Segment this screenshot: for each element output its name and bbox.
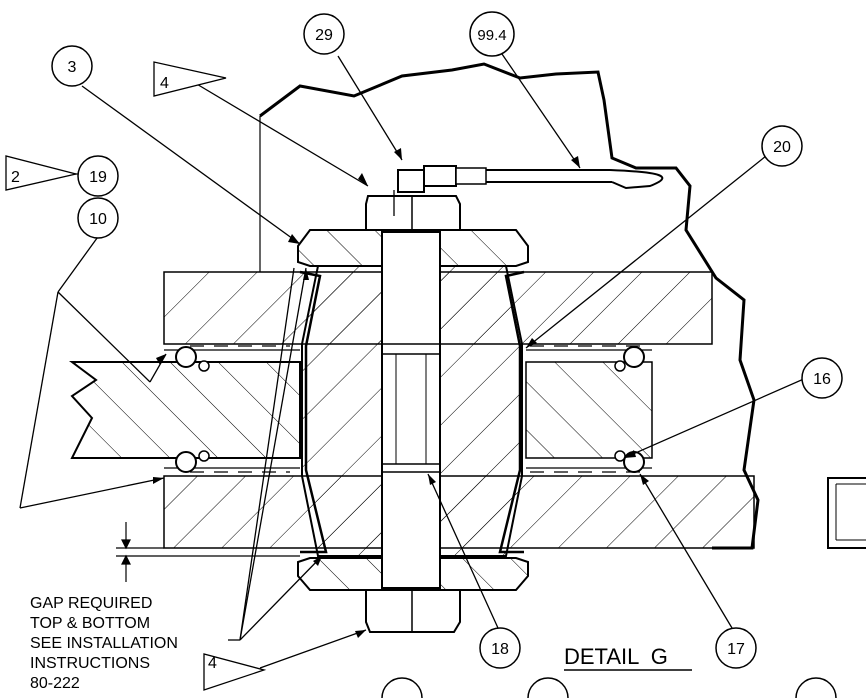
gap-dimension (116, 522, 300, 582)
svg-text:10: 10 (89, 211, 107, 228)
spacer-left-wedge (299, 270, 328, 554)
svg-text:TOP & BOTTOM: TOP & BOTTOM (30, 615, 150, 632)
svg-text:99.4: 99.4 (477, 27, 506, 44)
balloon-99-4: 99.4 (469, 11, 515, 57)
fitting (397, 165, 664, 193)
balloon-18: 18 (479, 627, 521, 669)
balloon-20: 20 (761, 125, 803, 167)
svg-text:80-222: 80-222 (30, 675, 80, 692)
top-hex-nut (365, 195, 461, 231)
svg-text:DETAIL G: DETAIL G (564, 644, 668, 669)
break-outline (259, 62, 760, 550)
svg-text:3: 3 (68, 59, 77, 76)
flag-4-bottom: 4 (203, 653, 267, 691)
leader-arrowheads (153, 148, 649, 638)
svg-text:GAP REQUIRED: GAP REQUIRED (30, 595, 152, 612)
flag-2: 2 (5, 155, 77, 191)
pipe-right (525, 361, 653, 459)
partial-balloons (381, 677, 837, 698)
stud-bolt (381, 231, 441, 589)
svg-text:SEE INSTALLATION: SEE INSTALLATION (30, 635, 178, 652)
gap-note: GAP REQUIRED TOP & BOTTOM SEE INSTALLATI… (30, 595, 178, 692)
balloon-19: 19 (77, 155, 119, 197)
balloon-29: 29 (303, 13, 345, 55)
svg-text:16: 16 (813, 371, 831, 388)
svg-text:4: 4 (208, 655, 217, 672)
svg-text:19: 19 (89, 169, 107, 186)
balloon-17: 17 (715, 627, 757, 669)
svg-text:29: 29 (315, 27, 333, 44)
detail-title: DETAIL G (564, 644, 692, 671)
pipe-left (69, 361, 301, 459)
svg-text:2: 2 (11, 169, 20, 186)
partial-right-object (827, 477, 866, 549)
flag-4-top: 4 (153, 61, 227, 97)
svg-text:INSTRUCTIONS: INSTRUCTIONS (30, 655, 150, 672)
svg-text:18: 18 (491, 641, 509, 658)
svg-text:17: 17 (727, 641, 745, 658)
leader-lines (19, 53, 807, 669)
spacer-right-wedge (498, 270, 525, 554)
bottom-hex-nut (365, 589, 461, 633)
svg-text:4: 4 (160, 75, 169, 92)
balloon-16: 16 (801, 357, 843, 399)
balloon-10: 10 (77, 197, 119, 239)
balloon-3: 3 (51, 45, 93, 87)
svg-text:20: 20 (773, 139, 791, 156)
